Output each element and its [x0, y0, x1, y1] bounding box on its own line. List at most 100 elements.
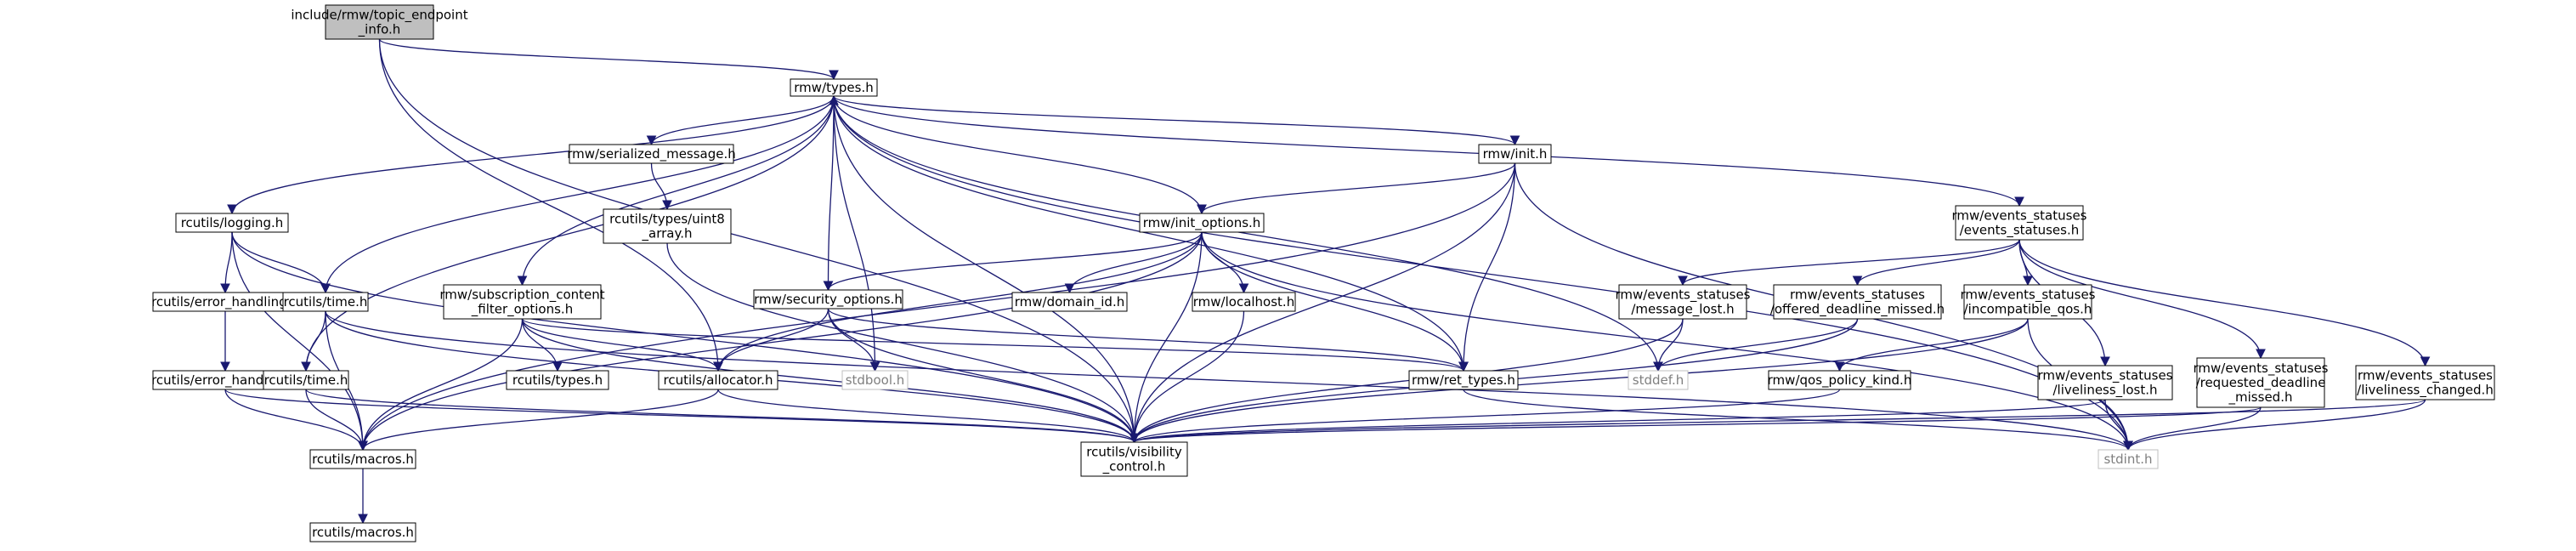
edges-layer	[220, 38, 2431, 525]
header-node-liveliness-changed[interactable]: rmw/events_statuses/liveliness_changed.h	[2355, 365, 2495, 400]
header-node-error-handling-1[interactable]: rcutils/error_handling.h	[151, 292, 299, 312]
node-label: rmw/init.h	[1483, 146, 1548, 162]
header-node-rmw-types[interactable]: rmw/types.h	[790, 78, 878, 97]
header-node-rcutils-time-1[interactable]: rcutils/time.h	[282, 292, 369, 312]
header-node-offered-deadline[interactable]: rmw/events_statuses/offered_deadline_mis…	[1770, 284, 1945, 320]
node-box	[1011, 292, 1128, 312]
node-box	[658, 370, 778, 390]
node-box	[1080, 441, 1188, 477]
header-node-init-options[interactable]: rmw/init_options.h	[1139, 213, 1265, 233]
header-node-rmw-init[interactable]: rmw/init.h	[1478, 144, 1552, 164]
node-box	[1478, 144, 1552, 164]
header-node-requested-deadline[interactable]: rmw/events_statuses/requested_deadline_m…	[2193, 357, 2329, 408]
dependency-edge	[1129, 406, 2262, 444]
dependency-edge	[521, 318, 1140, 444]
header-node-uint8-array[interactable]: rcutils/types/uint8_array.h	[603, 208, 732, 244]
dependency-edge	[823, 95, 835, 292]
node-box	[2037, 365, 2173, 400]
node-box	[1408, 370, 1519, 390]
node-label: rcutils/error_handling.h	[151, 294, 299, 310]
node-label: _info.h	[358, 22, 401, 38]
node-label: rcutils/time.h	[264, 372, 348, 388]
header-node-rcutils-macros-1[interactable]: rcutils/macros.h	[309, 449, 416, 469]
header-node-rcutils-time-2[interactable]: rcutils/time.h	[263, 370, 349, 390]
node-label: rcutils/allocator.h	[664, 372, 773, 388]
header-node-localhost[interactable]: rmw/localhost.h	[1192, 292, 1296, 312]
dependency-edge	[1201, 231, 2133, 452]
node-label: stddef.h	[1633, 372, 1684, 388]
header-node-domain-id[interactable]: rmw/domain_id.h	[1011, 292, 1128, 312]
dependency-edge	[1129, 318, 1684, 444]
node-label: /events_statuses.h	[1960, 223, 2080, 239]
dependency-edge	[305, 389, 1140, 444]
dependency-edge	[833, 95, 2024, 207]
node-label: rmw/types.h	[794, 80, 873, 95]
header-node-rcutils-macros-2[interactable]: rcutils/macros.h	[309, 522, 416, 542]
node-box	[1192, 292, 1296, 312]
dependency-edge	[305, 94, 839, 372]
header-node-serialized-message[interactable]: rmw/serialized_message.h	[567, 144, 736, 164]
dependency-edge	[358, 231, 1203, 452]
node-box	[309, 522, 416, 542]
header-node-rcutils-allocator[interactable]: rcutils/allocator.h	[658, 370, 778, 390]
header-node-rcutils-types[interactable]: rcutils/types.h	[506, 370, 609, 390]
node-box	[263, 370, 349, 390]
dependency-edge	[1852, 239, 2020, 287]
dependency-edge	[1129, 162, 1516, 444]
header-node-visibility-control[interactable]: rcutils/visibility_control.h	[1080, 441, 1188, 477]
header-node-message-lost[interactable]: rmw/events_statuses/message_lost.h	[1615, 284, 1751, 320]
header-node-ret-types[interactable]: rmw/ret_types.h	[1408, 370, 1519, 390]
dependency-edge	[1129, 389, 1841, 444]
node-box	[2098, 449, 2159, 469]
node-label: rcutils/types/uint8	[609, 212, 725, 227]
dependency-edge	[650, 162, 672, 211]
node-label: _control.h	[1102, 459, 1166, 475]
node-label: rcutils/macros.h	[312, 452, 414, 467]
dependency-edge	[833, 95, 1469, 372]
node-label: rmw/serialized_message.h	[567, 146, 736, 162]
header-node-topic-endpoint-info[interactable]: include/rmw/topic_endpoint_info.h	[291, 4, 468, 40]
node-label: rcutils/macros.h	[312, 525, 414, 540]
dependency-edge	[827, 308, 1140, 444]
node-box	[790, 78, 878, 97]
node-label: /incompatible_qos.h	[1964, 302, 2092, 318]
node-label: stdbool.h	[846, 372, 905, 388]
node-label: rmw/events_statuses	[2193, 361, 2328, 377]
node-label: rmw/events_statuses	[1951, 208, 2086, 224]
node-label: rcutils/visibility	[1086, 445, 1182, 460]
header-node-sub-content-filter[interactable]: rmw/subscription_content_filter_options.…	[439, 284, 605, 320]
dependency-edge	[1201, 231, 1469, 372]
node-box	[1773, 284, 1942, 320]
node-label: rmw/ret_types.h	[1412, 372, 1515, 389]
dependency-edge	[833, 95, 1207, 215]
header-node-rcutils-logging[interactable]: rcutils/logging.h	[175, 213, 289, 233]
node-box	[506, 370, 609, 390]
node-box	[841, 370, 909, 390]
dependency-edge	[517, 95, 835, 287]
dependency-edge	[646, 95, 835, 146]
node-box	[569, 144, 734, 164]
dependency-edge	[231, 231, 368, 452]
header-node-stdint: stdint.h	[2098, 449, 2159, 469]
node-box	[753, 289, 903, 310]
node-label: _missed.h	[2228, 389, 2293, 406]
dependency-edge	[378, 38, 1140, 444]
dependency-edge	[833, 95, 1520, 146]
header-node-events-statuses[interactable]: rmw/events_statuses/events_statuses.h	[1951, 205, 2087, 241]
dependency-edge	[827, 308, 1469, 372]
node-label: rmw/qos_policy_kind.h	[1768, 372, 1912, 389]
dependency-edge	[521, 318, 723, 372]
node-label: /liveliness_lost.h	[2052, 383, 2157, 399]
header-node-security-options[interactable]: rmw/security_options.h	[753, 289, 903, 310]
nodes-layer: include/rmw/topic_endpoint_info.h rmw/typ…	[151, 4, 2495, 542]
dependency-edge	[227, 95, 835, 215]
dependency-edge	[1129, 231, 1203, 444]
dependency-edge	[1064, 231, 1203, 294]
header-node-qos-policy-kind[interactable]: rmw/qos_policy_kind.h	[1768, 370, 1912, 390]
header-node-liveliness-lost[interactable]: rmw/events_statuses/liveliness_lost.h	[2037, 365, 2173, 400]
dependency-edge	[1678, 239, 2020, 287]
dependency-edge	[1129, 399, 2426, 444]
node-box	[1618, 284, 1747, 320]
header-node-incompatible-qos[interactable]: rmw/events_statuses/incompatible_qos.h	[1960, 284, 2096, 320]
dependency-edge	[833, 95, 1663, 372]
